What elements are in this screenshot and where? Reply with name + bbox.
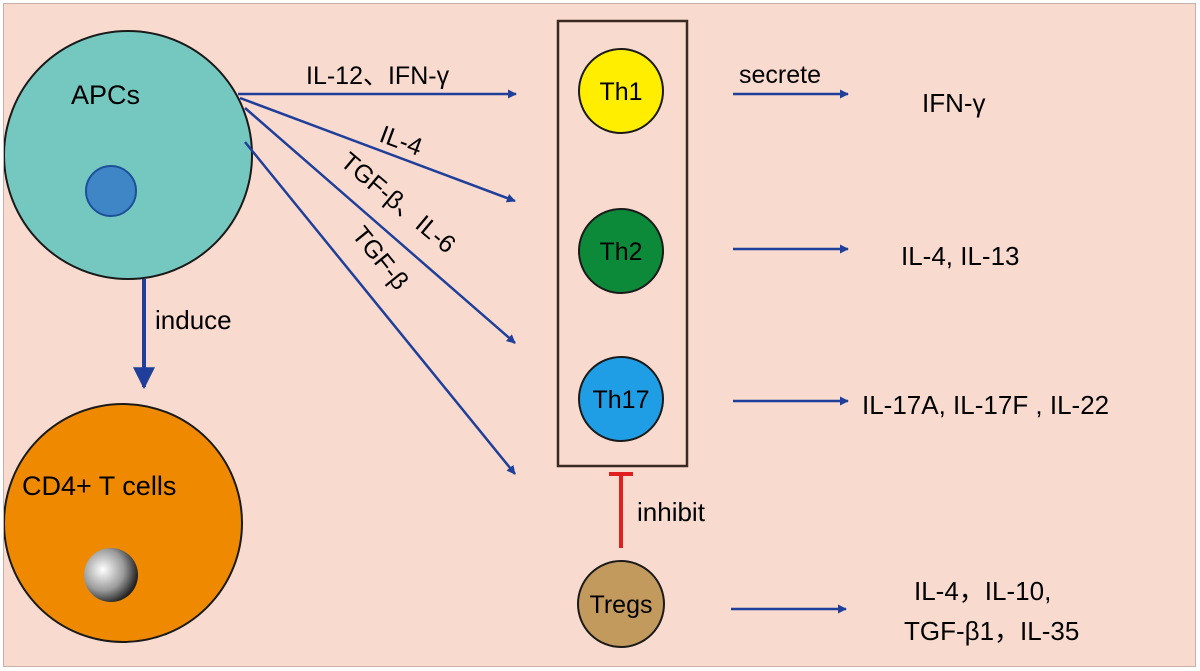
- output-tregs-line2: TGF-β1，IL-35: [904, 616, 1079, 646]
- signal-label-th2: IL-4: [376, 120, 426, 161]
- diagram-svg: APCs induce CD4+ T cells IL-12、IFN-γ IL-…: [4, 19, 1109, 648]
- signal-arrow-th17: [244, 107, 516, 344]
- th-group-box: [556, 19, 689, 468]
- th2-label: Th2: [599, 238, 642, 266]
- th2-cell: [578, 208, 664, 294]
- secrete-label: secrete: [739, 61, 821, 89]
- th17-cell: [578, 356, 664, 442]
- inhibit-label: inhibit: [637, 497, 706, 527]
- signal-label-tregs: TGF-β: [346, 221, 414, 295]
- apcs-nucleus: [85, 165, 137, 217]
- induce-label: induce: [155, 305, 232, 335]
- th17-label: Th17: [593, 386, 650, 414]
- output-th1: IFN-γ: [922, 88, 986, 118]
- th1-label: Th1: [599, 78, 642, 106]
- apcs-label: APCs: [71, 80, 140, 110]
- output-th17: IL-17A, IL-17F , IL-22: [862, 390, 1109, 420]
- signal-label-th1: IL-12、IFN-γ: [306, 62, 450, 90]
- tregs-cell: [577, 560, 665, 648]
- tregs-label: Tregs: [590, 591, 653, 619]
- signal-arrow-tregs: [244, 141, 516, 475]
- cd4-cell: [4, 403, 243, 643]
- output-tregs-line1: IL-4，IL-10,: [914, 576, 1051, 606]
- cd4-nucleus: [84, 548, 138, 602]
- th1-cell: [578, 48, 664, 134]
- diagram-canvas: APCs induce CD4+ T cells IL-12、IFN-γ IL-…: [3, 3, 1196, 667]
- signal-arrow-th2: [239, 96, 516, 203]
- apcs-cell: [4, 30, 253, 280]
- output-th2: IL-4, IL-13: [901, 241, 1020, 271]
- cd4-label: CD4+ T cells: [22, 471, 176, 501]
